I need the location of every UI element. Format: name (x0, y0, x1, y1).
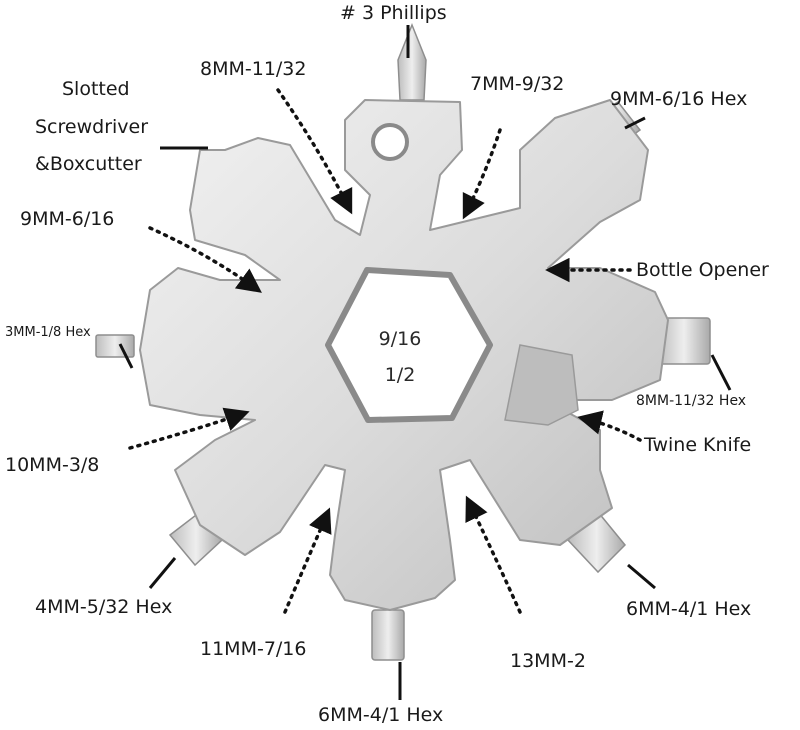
arrow-13mm (465, 495, 522, 614)
center-size-1: 9/16 (378, 328, 422, 350)
label-13mm: 13MM-2 (510, 650, 586, 672)
label-10mm: 10MM-3/8 (5, 454, 100, 476)
label-6mm-hex-bottom: 6MM-4/1 Hex (318, 704, 444, 726)
leader-6mm-hex-right (627, 563, 656, 590)
label-phillips: # 3 Phillips (340, 2, 447, 24)
label-9mm: 9MM-6/16 (20, 208, 115, 230)
label-slotted-2: Screwdriver (35, 116, 149, 138)
arrow-11mm (283, 507, 332, 614)
center-size-2: 1/2 (384, 364, 416, 386)
label-7mm: 7MM-9/32 (470, 73, 565, 95)
label-8mm-top: 8MM-11/32 (200, 58, 307, 80)
hex-bit-left (95, 334, 135, 358)
label-twine-knife: Twine Knife (644, 434, 752, 456)
leader-lines (118, 25, 732, 700)
label-4mm-hex: 4MM-5/32 Hex (35, 596, 173, 618)
dotted-arrows (128, 88, 642, 614)
center-hex-hole (325, 267, 493, 423)
label-8mm-hex: 8MM-11/32 Hex (636, 393, 747, 409)
arrow-10mm (128, 407, 250, 450)
arrow-7mm (462, 128, 502, 220)
label-6mm-hex-right: 6MM-4/1 Hex (626, 598, 752, 620)
leader-3mm-hex (118, 343, 134, 369)
hex-bit-bottom (371, 609, 405, 661)
label-9mm-hex: 9MM-6/16 Hex (610, 88, 748, 110)
label-slotted-1: Slotted (62, 78, 130, 100)
leader-8mm-hex (710, 354, 732, 391)
label-bottle-opener: Bottle Opener (636, 259, 769, 281)
snowflake-body (139, 99, 669, 611)
arrow-twine (577, 410, 642, 442)
phillips-bit (397, 22, 427, 101)
twine-knife-notch (504, 344, 579, 426)
key-ring-hole (371, 123, 409, 161)
label-3mm-hex: 3MM-1/8 Hex (5, 325, 91, 340)
arrow-8mm (276, 88, 353, 215)
label-slotted-3: &Boxcutter (35, 153, 142, 175)
label-11mm: 11MM-7/16 (200, 638, 307, 660)
arrow-9mm (148, 226, 262, 293)
leader-9mm-hex (624, 116, 646, 130)
leader-4mm-hex (148, 557, 177, 589)
